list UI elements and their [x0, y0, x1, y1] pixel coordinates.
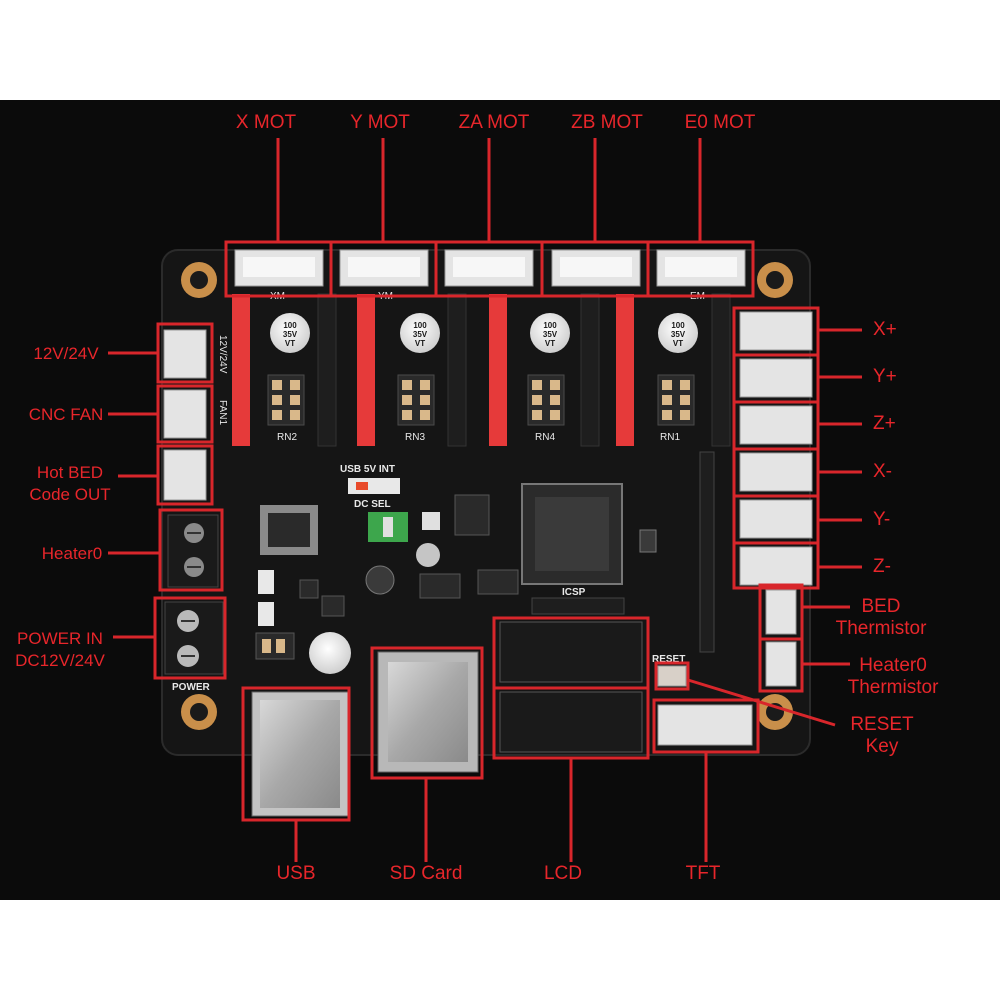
mcu-chip [521, 483, 623, 585]
svg-text:ICSP: ICSP [562, 587, 586, 598]
label-lcd: LCD [543, 863, 583, 884]
svg-text:RN4: RN4 [535, 432, 555, 443]
svg-text:VT: VT [415, 339, 425, 348]
motor-connectors [234, 249, 746, 287]
label-z-plus: Z+ [873, 413, 896, 434]
svg-text:100: 100 [283, 321, 297, 330]
endstop-connectors [739, 311, 813, 586]
svg-text:RN2: RN2 [277, 432, 297, 443]
usb-connector [251, 691, 349, 817]
svg-text:35V: 35V [671, 330, 686, 339]
tft-header [657, 704, 753, 746]
left-connectors [163, 329, 207, 501]
svg-text:100: 100 [671, 321, 685, 330]
label-bed-thermistor: BED Thermistor [835, 596, 927, 639]
label-reset-key: RESET Key [850, 714, 914, 757]
svg-text:100: 100 [543, 321, 557, 330]
svg-text:VT: VT [545, 339, 555, 348]
label-za-mot: ZA MOT [458, 112, 530, 133]
svg-text:POWER: POWER [172, 682, 211, 693]
label-x-minus: X- [873, 461, 892, 482]
svg-text:35V: 35V [283, 330, 298, 339]
label-heater0: Heater0 [41, 544, 103, 563]
icsp-header [531, 597, 625, 615]
leader-lines [108, 138, 862, 862]
lcd-headers [499, 621, 643, 753]
svg-text:VT: VT [673, 339, 683, 348]
label-x-plus: X+ [873, 319, 897, 340]
reset-button [657, 665, 687, 687]
capacitors [270, 313, 698, 674]
label-sd-card: SD Card [389, 863, 463, 884]
small-components [255, 478, 657, 660]
svg-text:FAN1: FAN1 [217, 400, 228, 425]
label-z-minus: Z- [873, 556, 891, 577]
label-power-in: POWER IN DC12V/24V [15, 629, 105, 670]
driver-headers [232, 293, 731, 447]
svg-text:USB 5V INT: USB 5V INT [340, 464, 395, 475]
jumper-caps [272, 380, 690, 420]
right-edge-header [699, 451, 715, 653]
svg-text:RESET: RESET [652, 654, 685, 665]
svg-text:35V: 35V [413, 330, 428, 339]
label-y-minus: Y- [873, 509, 891, 530]
label-tft: TFT [685, 863, 721, 884]
label-y-mot: Y MOT [350, 112, 410, 133]
label-usb: USB [276, 863, 316, 884]
label-heater0-thermistor: Heater0 Thermistor [847, 655, 939, 698]
thermistor-connectors [765, 589, 797, 687]
svg-text:100: 100 [413, 321, 427, 330]
label-hot-bed-code-out: Hot BED Code OUT [29, 463, 111, 504]
label-x-mot: X MOT [235, 112, 297, 133]
screw-terminals [164, 514, 224, 675]
label-12v-24v: 12V/24V [33, 344, 99, 363]
capacitor-labels: 100 35V VT 100 35V VT 100 35V VT 100 35V… [283, 321, 686, 348]
label-y-plus: Y+ [873, 366, 897, 387]
sd-card-slot [377, 651, 479, 773]
label-e0-mot: E0 MOT [684, 112, 756, 133]
svg-text:35V: 35V [543, 330, 558, 339]
svg-text:RN3: RN3 [405, 432, 425, 443]
svg-text:RN1: RN1 [660, 432, 680, 443]
svg-text:VT: VT [285, 339, 295, 348]
svg-text:12V/24V: 12V/24V [217, 335, 228, 374]
label-zb-mot: ZB MOT [571, 112, 643, 133]
svg-text:DC SEL: DC SEL [354, 499, 391, 510]
label-cnc-fan: CNC FAN [28, 405, 104, 424]
